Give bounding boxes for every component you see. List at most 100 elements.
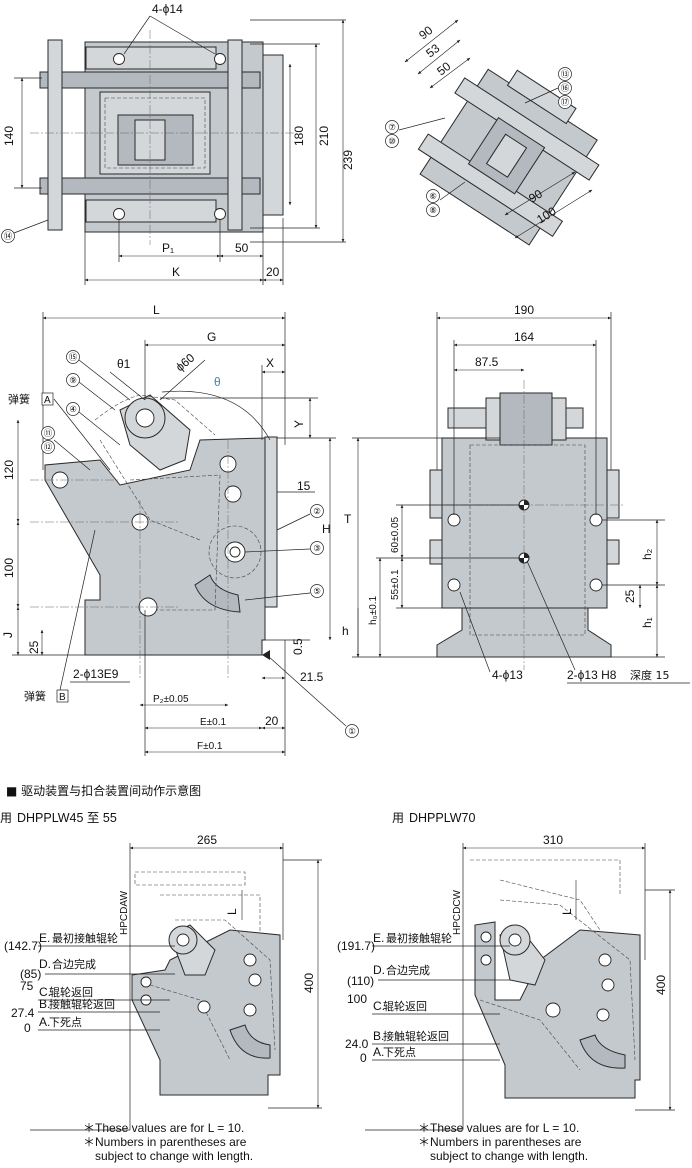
dim-140: 140 (2, 126, 16, 146)
iso-dim-53: 53 (423, 41, 442, 60)
callout-12: ⑫ (44, 442, 53, 452)
top-hole-4 (214, 208, 226, 220)
left-l-label: L (225, 908, 239, 915)
side-hook (194, 574, 241, 613)
left-model-vertical: HPCDAW (119, 890, 130, 935)
dim-180: 180 (292, 126, 306, 146)
dim-0-5: 0.5 (291, 638, 305, 655)
left-note-1: ＊These values are for L = 10. (83, 1121, 244, 1135)
dim-25-side: 25 (27, 640, 41, 654)
right-level-a-letter: A. (373, 1045, 384, 1059)
right-level-d-desc: 合边完成 (386, 963, 430, 977)
right-note-2b: subject to change with length. (430, 1149, 588, 1163)
right-level-a-val: 24.0 (345, 1037, 369, 1051)
dim-87-5: 87.5 (475, 355, 499, 369)
iso-dim-50: 50 (434, 59, 453, 78)
callout-6: ⑥ (429, 191, 437, 201)
right-title-prefix: 用 (392, 811, 404, 825)
top-hole-1 (113, 53, 125, 65)
right-level-c-val: 100 (347, 992, 367, 1006)
dim-p2: P₂±0.05 (153, 694, 189, 705)
right-level-e-desc: 最初接触辊轮 (386, 931, 452, 945)
side-plate (264, 436, 278, 608)
right-l-label: L (560, 908, 574, 915)
right-level-d-val: (110) (347, 974, 374, 988)
section-heading: ■ 驱动装置与扣合装置间动作示意图 (6, 783, 201, 798)
dim-25-front: 25 (623, 589, 637, 603)
left-hook (229, 1024, 271, 1059)
right-level-a-desc: 下死点 (383, 1046, 416, 1059)
front-left-studs (429, 469, 443, 519)
left-level-b-letter: B. (39, 997, 50, 1011)
spring-a-label: 弹簧 (8, 392, 30, 406)
left-title-model: DHPPLW45 至 55 (17, 811, 117, 825)
spring-a-box: A (44, 395, 51, 406)
left-level-c-val: 75 (20, 979, 34, 993)
right-level-b-letter: B. (373, 1029, 384, 1043)
front-holes-4: 4-ϕ13 (492, 668, 523, 682)
right-level-e-letter: E. (373, 931, 384, 945)
dim-120: 120 (2, 460, 16, 480)
right-model-vertical: HPCDCW (452, 889, 463, 935)
right-note-1: ＊These values are for L = 10. (418, 1121, 579, 1135)
top-upper-bracket (85, 46, 217, 70)
callout-2: ② (313, 506, 321, 516)
right-level-d-letter: D. (373, 963, 385, 977)
dim-x: X (266, 356, 274, 370)
dim-164: 164 (514, 330, 534, 344)
left-note-2b: subject to change with length. (95, 1149, 253, 1163)
top-pin-left (47, 39, 63, 231)
dim-210: 210 (317, 126, 331, 146)
dim-g: G (207, 330, 216, 344)
front-right-studs (606, 469, 620, 519)
dim-100-side: 100 (2, 558, 16, 578)
dim-20-top: 20 (266, 265, 280, 279)
dim-h1: h₁ (640, 617, 654, 628)
dim-y: Y (292, 420, 306, 428)
top-lower-bracket (85, 199, 217, 223)
left-level-d-letter: D. (39, 957, 51, 971)
callout-8: ⑧ (429, 205, 437, 215)
left-level-c-letter: C. (39, 985, 51, 999)
front-top-block (499, 392, 553, 446)
side-holes-label: 2-ϕ13E9 (73, 667, 119, 681)
left-height: 400 (302, 973, 316, 993)
right-level-e-val: (191.7) (337, 939, 375, 953)
dim-l: L (153, 303, 160, 317)
dim-55: 55±0.1 (390, 569, 401, 600)
callout-7: ⑦ (388, 122, 396, 132)
callout-11: ⑪ (44, 428, 53, 438)
dim-h2: h₂ (640, 548, 654, 560)
callout-4: ④ (69, 404, 77, 414)
callout-15: ⑮ (69, 352, 78, 362)
left-note-2a: ＊Numbers in parentheses are (83, 1135, 247, 1149)
dim-239: 239 (341, 150, 355, 170)
left-level-e-letter: E. (39, 931, 50, 945)
right-width: 310 (543, 833, 563, 847)
dim-p1: P₁ (162, 241, 174, 255)
callout-14: ⑭ (4, 231, 13, 241)
left-level-d-val: (85) (20, 967, 41, 981)
front-depth: 深度 15 (630, 668, 670, 682)
front-view: 190 164 87.5 T h 60±0.05 55±0.1 h₀±0.1 h… (342, 303, 690, 684)
dim-190: 190 (514, 303, 534, 317)
left-level-a-desc: 下死点 (49, 1016, 82, 1029)
dim-theta1: θ1 (117, 357, 131, 371)
callout-5: ⑤ (313, 586, 321, 596)
top-holes-label: 4-ϕ14 (152, 2, 183, 16)
left-zero: 0 (24, 1021, 31, 1035)
dim-phi60: ϕ60 (173, 350, 198, 374)
dim-f: F±0.1 (197, 741, 223, 752)
callout-17: ⑰ (561, 97, 570, 107)
callout-16: ⑯ (561, 83, 570, 93)
right-panel: 用 DHPPLW70 310 HPCDCW L 400 (191.7) E. 最… (337, 811, 675, 1163)
iso-top-block (506, 69, 577, 125)
right-note-2a: ＊Numbers in parentheses are (418, 1135, 582, 1149)
right-title-model: DHPPLW70 (409, 811, 476, 825)
spring-b-box: B (59, 692, 66, 703)
left-level-d-desc: 合边完成 (52, 957, 96, 971)
right-hook (579, 1034, 626, 1069)
top-side-plate (262, 54, 284, 216)
dim-e: E±0.1 (200, 717, 226, 728)
